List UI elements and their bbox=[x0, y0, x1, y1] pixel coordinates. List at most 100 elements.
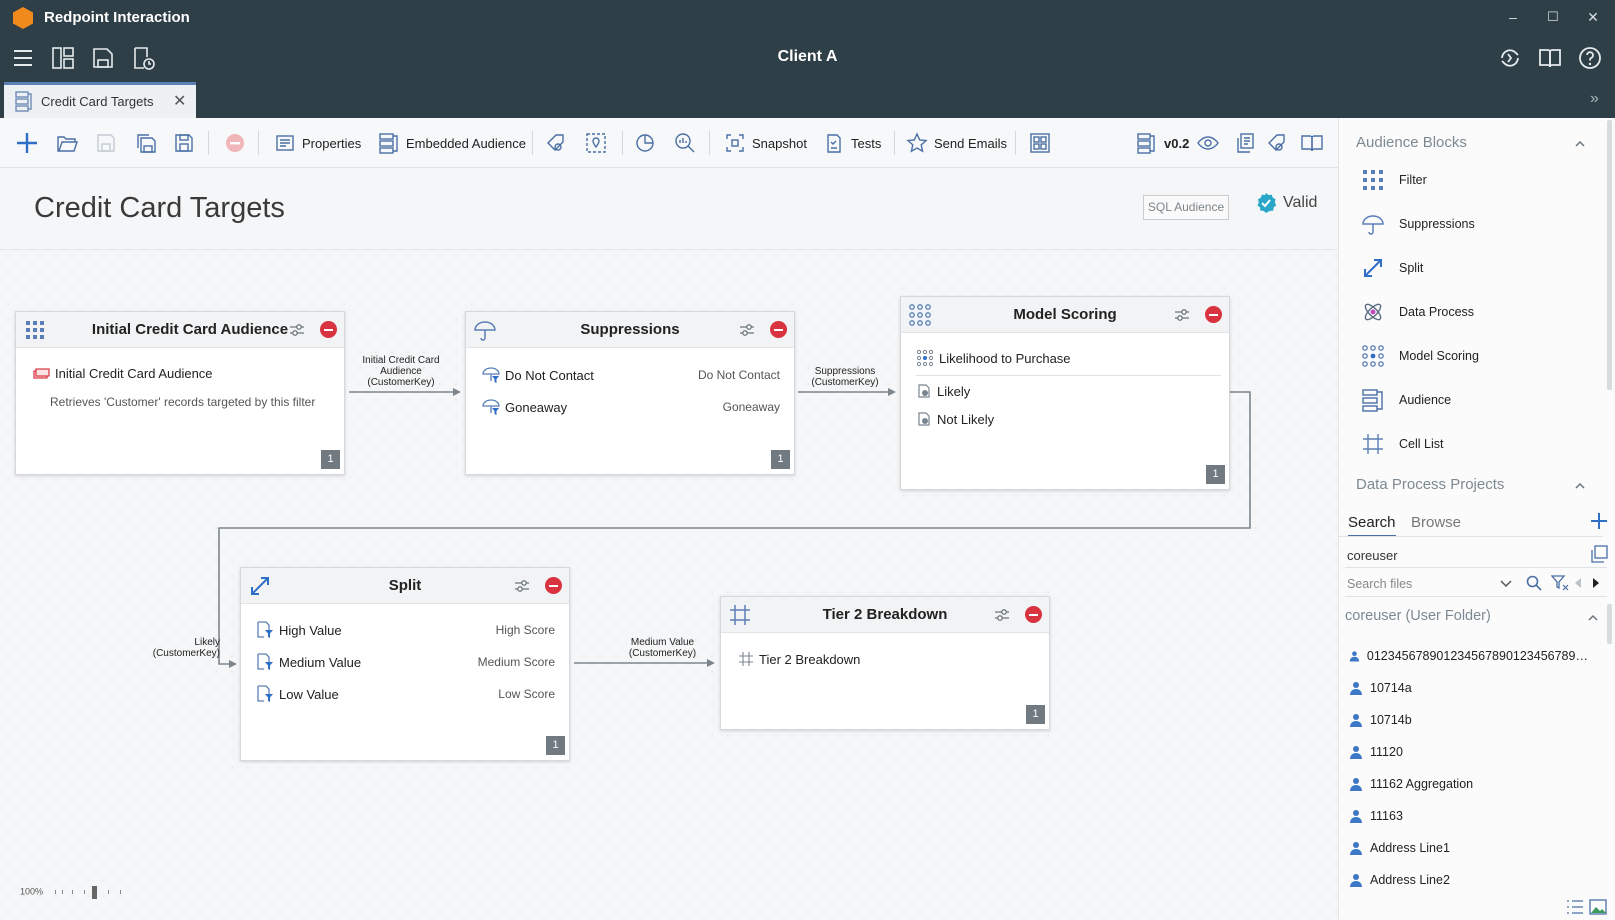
filter-block-initial-credit-card-audience[interactable]: Initial Credit Card Audience Initial Cre… bbox=[15, 311, 345, 475]
block-settings-icon[interactable] bbox=[993, 606, 1011, 624]
file-list-item[interactable]: Address Line2 bbox=[1349, 873, 1589, 887]
split-row[interactable]: High Value bbox=[256, 621, 342, 639]
file-list-item[interactable]: 10714b bbox=[1349, 713, 1589, 727]
location-filter-button[interactable] bbox=[585, 130, 607, 156]
suppressions-block[interactable]: Suppressions Do Not Contact Do Not Conta… bbox=[465, 311, 795, 475]
audience-block-filter[interactable]: Filter bbox=[1361, 168, 1427, 192]
split-row[interactable]: Medium Value bbox=[256, 653, 361, 671]
file-list-item[interactable]: Address Line1 bbox=[1349, 841, 1589, 855]
save-layout-icon[interactable] bbox=[90, 45, 116, 71]
save-all-button[interactable] bbox=[134, 130, 158, 156]
block-settings-icon[interactable] bbox=[1173, 306, 1191, 324]
zoom-slider[interactable] bbox=[50, 885, 130, 899]
file-list-scrollbar[interactable] bbox=[1607, 604, 1612, 644]
block-remove-icon[interactable] bbox=[320, 321, 337, 338]
audience-blocks-header[interactable]: Audience Blocks bbox=[1356, 134, 1467, 151]
tab-credit-card-targets[interactable]: Credit Card Targets ✕ bbox=[4, 82, 196, 118]
close-window-button[interactable]: ✕ bbox=[1587, 9, 1599, 25]
snapshot-button[interactable]: Snapshot bbox=[724, 130, 807, 156]
scheduled-report-icon[interactable] bbox=[130, 45, 156, 71]
file-list-item[interactable]: 11162 Aggregation bbox=[1349, 777, 1589, 791]
list-view-icon[interactable] bbox=[1565, 898, 1585, 916]
analyze-button[interactable] bbox=[673, 130, 697, 156]
score-row[interactable]: Likely bbox=[916, 383, 970, 399]
folder-path-input[interactable]: coreuser bbox=[1347, 548, 1398, 563]
zoom-control[interactable]: 100% bbox=[20, 885, 130, 899]
copy-path-icon[interactable] bbox=[1589, 544, 1609, 564]
cell-list-item[interactable]: Tier 2 Breakdown bbox=[738, 651, 860, 667]
file-list-item[interactable]: 0123456789012345678901234567890123456789… bbox=[1349, 649, 1589, 663]
collapse-chevron-up-icon[interactable] bbox=[1574, 480, 1586, 492]
new-button[interactable] bbox=[14, 130, 40, 156]
model-item[interactable]: Likelihood to Purchase bbox=[916, 349, 1071, 367]
split-row[interactable]: Low Value bbox=[256, 685, 339, 703]
audience-canvas[interactable] bbox=[0, 168, 1338, 920]
score-row[interactable]: Not Likely bbox=[916, 411, 994, 427]
embedded-audience-button[interactable]: Embedded Audience bbox=[378, 130, 526, 156]
version-button[interactable]: v0.2 bbox=[1136, 130, 1189, 156]
open-button[interactable] bbox=[55, 130, 79, 156]
collapse-chevron-up-icon[interactable] bbox=[1587, 612, 1599, 624]
tab-search[interactable]: Search bbox=[1348, 514, 1396, 537]
search-icon[interactable] bbox=[1525, 574, 1543, 592]
panel-scrollbar[interactable] bbox=[1607, 120, 1612, 390]
hamburger-menu-icon[interactable] bbox=[10, 45, 36, 71]
next-arrow-icon[interactable] bbox=[1591, 577, 1601, 589]
grid-view-button[interactable] bbox=[1029, 130, 1051, 156]
audience-block-model-scoring[interactable]: Model Scoring bbox=[1361, 344, 1479, 368]
properties-button[interactable]: Properties bbox=[274, 130, 361, 156]
save-as-button[interactable] bbox=[172, 130, 196, 156]
suppression-row[interactable]: Do Not Contact bbox=[482, 366, 594, 384]
documentation-button[interactable] bbox=[1300, 130, 1324, 156]
tests-button[interactable]: Tests bbox=[823, 130, 881, 156]
audience-block-cell-list[interactable]: Cell List bbox=[1361, 432, 1443, 456]
help-icon[interactable] bbox=[1577, 45, 1603, 71]
add-project-icon[interactable] bbox=[1589, 511, 1609, 531]
filter-item[interactable]: Initial Credit Card Audience bbox=[33, 366, 213, 381]
audience-block-audience[interactable]: Audience bbox=[1361, 388, 1451, 412]
suppression-row[interactable]: Goneaway bbox=[482, 398, 567, 416]
search-files-input[interactable]: Search files bbox=[1347, 577, 1413, 591]
close-tab-icon[interactable]: ✕ bbox=[173, 93, 187, 110]
file-list-item[interactable]: 11163 bbox=[1349, 809, 1589, 823]
send-emails-button[interactable]: Send Emails bbox=[906, 130, 1007, 156]
previous-arrow-icon[interactable] bbox=[1573, 577, 1583, 589]
file-list-item[interactable]: 11120 bbox=[1349, 745, 1589, 759]
folder-header[interactable]: coreuser (User Folder) bbox=[1345, 608, 1491, 624]
sql-audience-button[interactable]: SQL Audience bbox=[1143, 195, 1229, 220]
block-settings-icon[interactable] bbox=[288, 321, 306, 339]
maximize-button[interactable]: ☐ bbox=[1547, 9, 1559, 24]
expand-panel-icon[interactable]: » bbox=[1590, 90, 1599, 107]
copy-audience-button[interactable] bbox=[1232, 130, 1256, 156]
split-block[interactable]: Split High Value High Score Medium Value… bbox=[240, 567, 570, 761]
block-remove-icon[interactable] bbox=[1025, 606, 1042, 623]
test-tag-button[interactable] bbox=[1266, 130, 1288, 156]
minimize-button[interactable]: – bbox=[1509, 9, 1517, 25]
collapse-chevron-up-icon[interactable] bbox=[1574, 138, 1586, 150]
audience-block-suppressions[interactable]: Suppressions bbox=[1361, 212, 1475, 236]
tab-browse[interactable]: Browse bbox=[1411, 514, 1462, 531]
block-settings-icon[interactable] bbox=[738, 321, 756, 339]
block-remove-icon[interactable] bbox=[1205, 306, 1222, 323]
model-scoring-block[interactable]: Model Scoring Likelihood to Purchase Lik… bbox=[900, 296, 1230, 490]
audience-block-split[interactable]: Split bbox=[1361, 256, 1423, 280]
delete-button[interactable] bbox=[224, 130, 246, 156]
sync-icon[interactable] bbox=[1497, 45, 1523, 71]
block-remove-icon[interactable] bbox=[545, 577, 562, 594]
test-audience-button[interactable] bbox=[545, 130, 567, 156]
connector-lines bbox=[218, 388, 1251, 668]
data-process-projects-header[interactable]: Data Process Projects bbox=[1356, 476, 1505, 493]
cell-list-block-tier-2-breakdown[interactable]: Tier 2 Breakdown Tier 2 Breakdown 1 bbox=[720, 596, 1050, 730]
documentation-book-icon[interactable] bbox=[1537, 45, 1563, 71]
audience-block-data-process[interactable]: Data Process bbox=[1361, 300, 1474, 324]
save-button[interactable] bbox=[94, 130, 118, 156]
block-settings-icon[interactable] bbox=[513, 577, 531, 595]
dashboard-icon[interactable] bbox=[50, 45, 76, 71]
chevron-down-icon[interactable] bbox=[1499, 576, 1513, 590]
filter-files-icon[interactable] bbox=[1551, 574, 1569, 592]
block-remove-icon[interactable] bbox=[770, 321, 787, 338]
pie-chart-button[interactable] bbox=[634, 130, 656, 156]
image-view-icon[interactable] bbox=[1589, 898, 1607, 916]
file-list-item[interactable]: 10714a bbox=[1349, 681, 1589, 695]
preview-button[interactable] bbox=[1196, 130, 1220, 156]
